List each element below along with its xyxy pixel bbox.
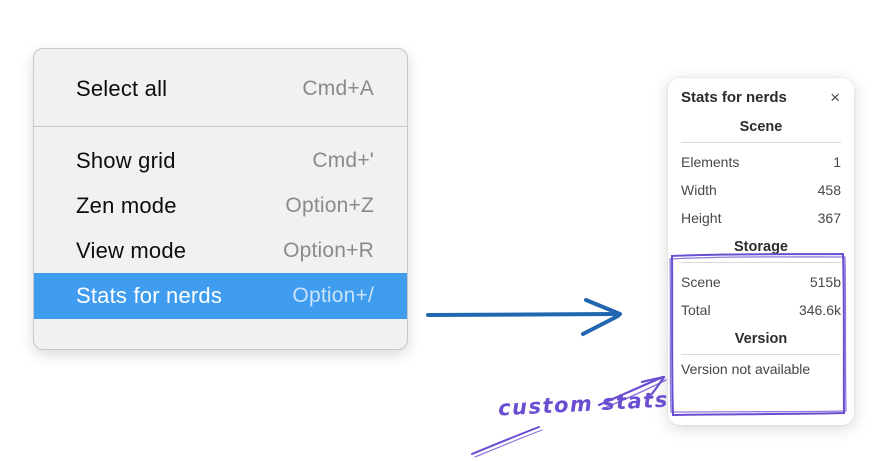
stat-label: Total bbox=[681, 302, 711, 318]
close-icon[interactable]: × bbox=[830, 88, 840, 107]
version-note: Version not available bbox=[681, 361, 811, 377]
stat-value: 1 bbox=[833, 154, 841, 170]
section-rule bbox=[681, 142, 841, 143]
stat-value: 458 bbox=[817, 182, 841, 198]
stat-label: Height bbox=[681, 210, 722, 226]
menu-item-shortcut: Option+Z bbox=[285, 193, 374, 217]
section-rule bbox=[681, 354, 841, 355]
menu-item-select-all[interactable]: Select all Cmd+A bbox=[34, 64, 407, 113]
stat-row-width: Width 458 bbox=[681, 176, 841, 204]
menu-item-stats-for-nerds[interactable]: Stats for nerds Option+/ bbox=[34, 273, 407, 319]
menu-item-zen-mode[interactable]: Zen mode Option+Z bbox=[34, 183, 407, 228]
stats-panel: Stats for nerds × Scene Elements 1 Width… bbox=[668, 78, 854, 425]
menu-item-shortcut: Cmd+A bbox=[302, 76, 374, 100]
menu-divider bbox=[34, 126, 407, 127]
stats-panel-title: Stats for nerds bbox=[681, 89, 787, 106]
menu-item-label: Zen mode bbox=[76, 192, 177, 218]
stat-label: Scene bbox=[681, 274, 721, 290]
menu-item-label: View mode bbox=[76, 237, 187, 263]
section-heading-storage: Storage bbox=[734, 239, 788, 255]
section-rule bbox=[681, 262, 841, 263]
stat-value: 367 bbox=[817, 210, 841, 226]
menu-item-label: Stats for nerds bbox=[76, 283, 223, 308]
flow-arrow-icon bbox=[426, 298, 622, 336]
context-menu: Select all Cmd+A Show grid Cmd+' Zen mod… bbox=[33, 48, 408, 350]
annotation-tail-line-icon bbox=[471, 426, 543, 458]
stat-row-scene-storage: Scene 515b bbox=[681, 268, 841, 296]
menu-item-label: Show grid bbox=[76, 147, 176, 173]
menu-item-shortcut: Option+R bbox=[283, 238, 374, 262]
annotation-label: custom stats bbox=[497, 387, 670, 421]
stat-value: 346.6k bbox=[798, 302, 841, 318]
menu-item-show-grid[interactable]: Show grid Cmd+' bbox=[34, 138, 407, 183]
menu-item-shortcut: Cmd+' bbox=[312, 148, 374, 172]
menu-item-view-mode[interactable]: View mode Option+R bbox=[34, 228, 407, 273]
stat-row-height: Height 367 bbox=[681, 204, 841, 232]
stat-label: Width bbox=[681, 182, 717, 198]
menu-item-shortcut: Option+/ bbox=[292, 284, 374, 307]
menu-item-label: Select all bbox=[76, 75, 168, 101]
stat-row-elements: Elements 1 bbox=[681, 148, 841, 176]
stat-value: 515b bbox=[809, 274, 841, 290]
stat-label: Elements bbox=[681, 154, 740, 170]
stat-row-total-storage: Total 346.6k bbox=[681, 296, 841, 324]
section-heading-version: Version bbox=[734, 331, 788, 347]
section-heading-scene: Scene bbox=[739, 119, 783, 135]
stats-panel-header: Stats for nerds × bbox=[681, 89, 841, 106]
